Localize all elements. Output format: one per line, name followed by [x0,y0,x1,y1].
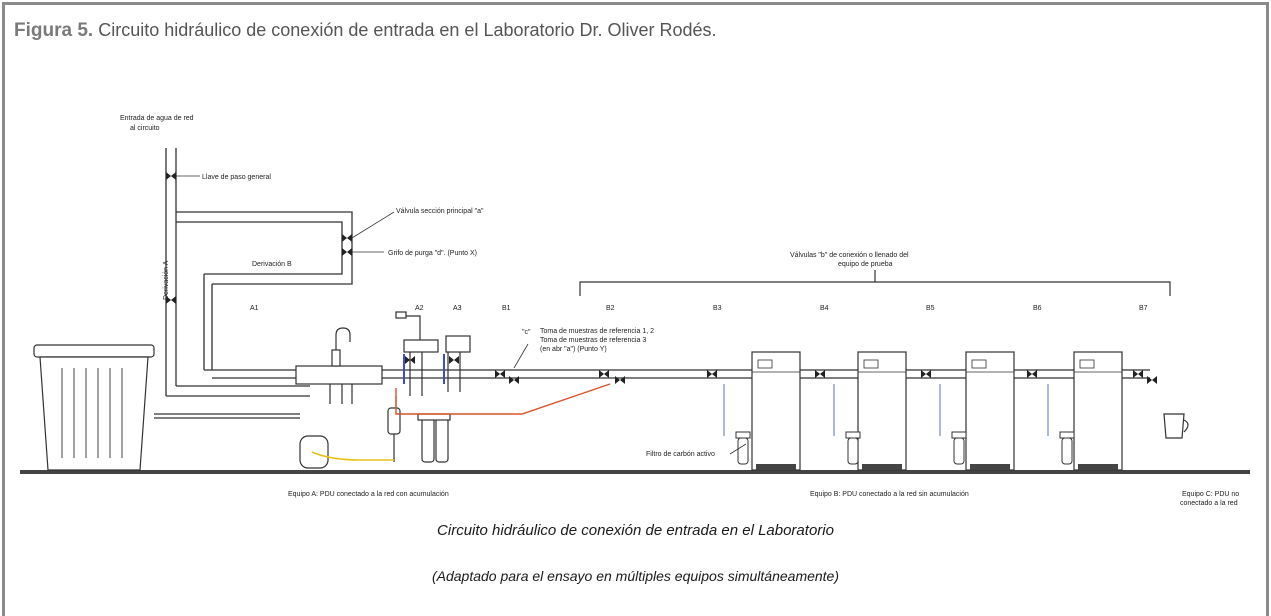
station-label-b5: B5 [926,305,935,312]
ro-system [299,396,451,469]
carbon-filter-label: Filtro de carbón activo [646,451,715,458]
equipo-c-label-line1: Equipo C: PDU no [1182,491,1239,498]
figure-caption: Figura 5. Circuito hidráulico de conexió… [14,20,717,42]
inlet-label-line1: Entrada de agua de red [120,115,194,122]
purge-tap-label: Grifo de purga "d". (Punto X) [388,250,477,257]
sample-label-line1: Toma de muestras de referencia 1, 2 [540,328,654,335]
station-label-b2: B2 [606,305,615,312]
water-tank [33,344,155,471]
leader-lines [176,175,747,455]
station-label-b6: B6 [1033,305,1042,312]
dispenser-a2-a3 [395,311,471,396]
derivacion-b-label: Derivación B [252,261,292,268]
station-label-a2: A2 [415,305,424,312]
station-label-b1: B1 [502,305,511,312]
sample-label-line2: Toma de muestras de referencia 3 [540,337,646,344]
station-label-b3: B3 [713,305,722,312]
inlet-label-line2: al circuito [130,125,160,132]
valve-a-label: Válvula sección principal "a" [396,208,484,215]
figure-label: Figura 5. [14,20,94,41]
sink-a1 [295,327,383,404]
figure-caption-text: Circuito hidráulico de conexión de entra… [98,20,717,40]
station-labels: A1 A2 A3 B1 B2 B3 B4 B5 B6 B7 [250,305,1148,312]
equipo-a-label: Equipo A: PDU conectado a la red con acu… [288,491,449,498]
sample-label-line3: (en abr "a") (Punto Y) [540,346,607,353]
reservoir-line-yellow [311,451,394,461]
station-label-a1: A1 [250,305,259,312]
reference-line-red [395,383,611,415]
sample-c-marker: "c" [522,329,531,336]
equipo-b-label: Equipo B: PDU conectado a la red sin acu… [810,491,969,498]
diagram-subtitle: (Adaptado para el ensayo en múltiples eq… [431,568,840,584]
station-label-a3: A3 [453,305,462,312]
jug-equipo-c [1163,413,1189,439]
station-label-b7: B7 [1139,305,1148,312]
derivacion-a-label: Derivación A [163,260,170,300]
pdu-stations [723,351,1123,471]
station-label-b4: B4 [820,305,829,312]
valves-b-bracket [579,270,1171,296]
ground-line [20,470,1250,474]
valves-b-label-line2: equipo de prueba [838,261,893,268]
diagram-title: Circuito hidráulico de conexión de entra… [437,522,834,539]
equipo-c-label-line2: conectado a la red [1180,500,1238,507]
main-valve-label: Llave de paso general [202,174,271,181]
valves-b-label-line1: Válvulas "b" de conexión o llenado del [790,252,909,259]
